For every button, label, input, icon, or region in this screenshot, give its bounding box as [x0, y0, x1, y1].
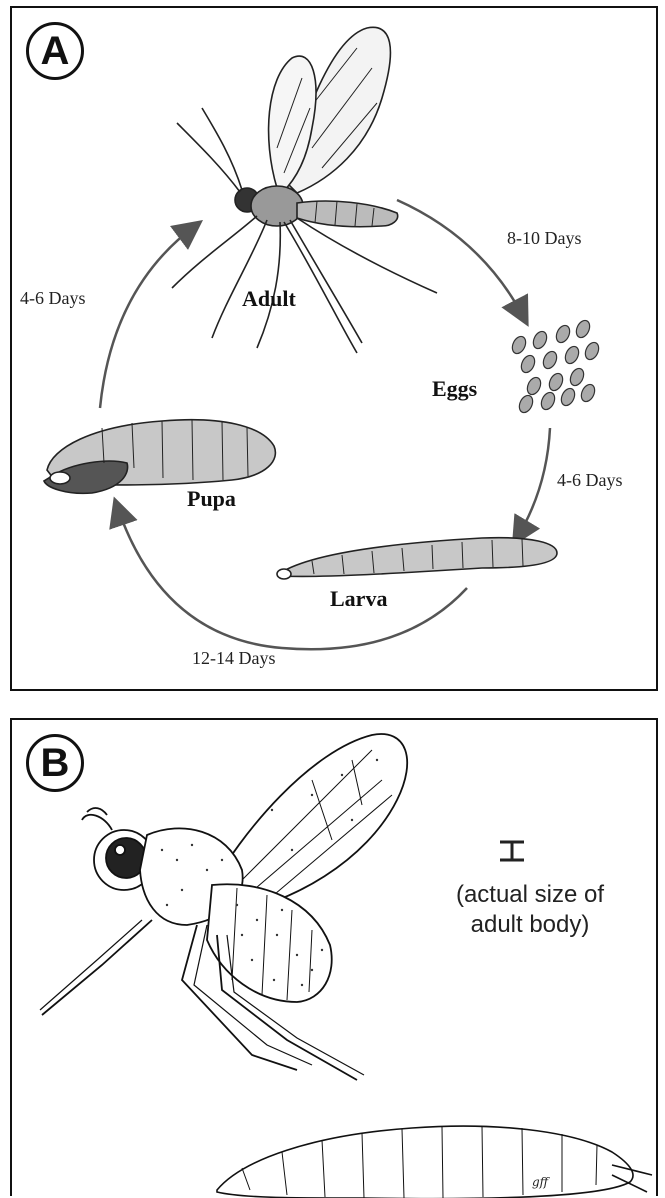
larva-detail-illustration: [217, 1126, 652, 1198]
stage-label-adult: Adult: [242, 286, 296, 312]
arrow-larva-to-pupa: [117, 506, 467, 649]
adult-fly-detail-illustration: [40, 734, 407, 1080]
duration-adult-to-eggs: 8-10 Days: [507, 228, 582, 249]
arrow-adult-to-eggs: [397, 200, 524, 318]
stage-label-larva: Larva: [330, 586, 387, 612]
size-note: (actual size of adult body): [410, 880, 650, 940]
size-note-line-1: (actual size of: [410, 880, 650, 910]
size-note-line-2: adult body): [410, 910, 650, 940]
arrow-eggs-to-larva: [517, 428, 550, 538]
larva-illustration: [277, 538, 557, 579]
duration-pupa-to-adult: 4-6 Days: [20, 288, 86, 309]
eggs-illustration: [510, 318, 601, 414]
duration-eggs-to-larva: 4-6 Days: [557, 470, 623, 491]
stage-label-eggs: Eggs: [432, 376, 477, 402]
life-cycle-panel: A: [10, 6, 658, 691]
pupa-illustration: [44, 420, 275, 494]
duration-larva-to-pupa: 12-14 Days: [192, 648, 276, 669]
scale-bar-icon: [500, 842, 524, 860]
arrow-pupa-to-adult: [100, 226, 195, 408]
stage-label-pupa: Pupa: [187, 486, 236, 512]
artist-signature: gff: [532, 1175, 548, 1189]
adult-fly-illustration: [172, 27, 437, 353]
specimen-panel: B: [10, 718, 658, 1196]
specimen-illustrations: [12, 720, 660, 1198]
